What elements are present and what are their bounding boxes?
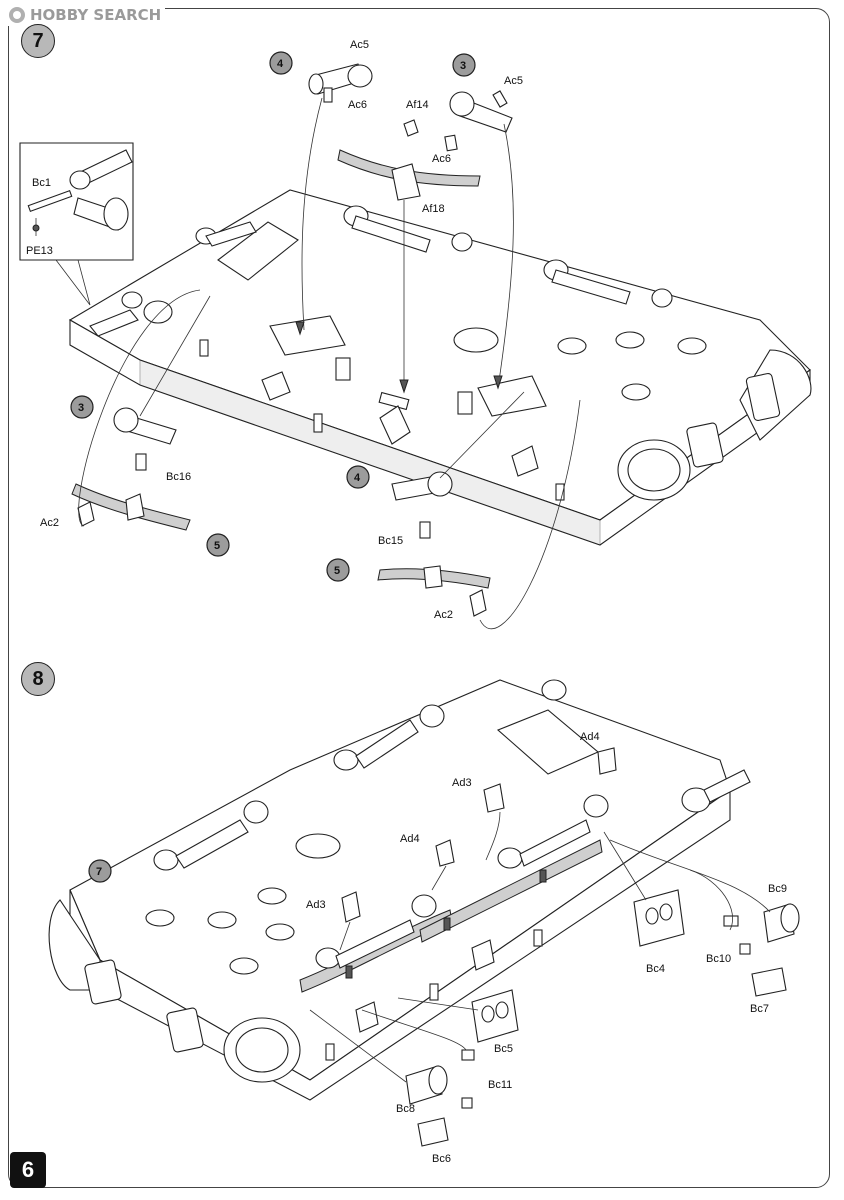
svg-text:3: 3 — [78, 402, 84, 414]
callout-3-lower: 3 — [70, 395, 94, 419]
step8-hull — [48, 679, 751, 1101]
label-Ac6-b: Ac6 — [432, 153, 451, 165]
svg-text:7: 7 — [96, 866, 102, 878]
step7-parts — [71, 63, 581, 630]
label-Bc8: Bc8 — [396, 1103, 415, 1115]
callout-5-left: 5 — [206, 533, 230, 557]
svg-text:4: 4 — [354, 472, 361, 484]
label-Bc6: Bc6 — [432, 1153, 451, 1165]
callout-4-lower: 4 — [346, 465, 370, 489]
label-Af14: Af14 — [406, 99, 429, 111]
label-Bc4: Bc4 — [646, 963, 665, 975]
step7-callouts: 4 3 3 4 5 5 — [70, 51, 476, 582]
label-Ad4-b: Ad4 — [400, 833, 420, 845]
hull-suspension-row — [195, 205, 673, 308]
hull-suspension-row-2 — [153, 679, 751, 871]
label-Bc16: Bc16 — [166, 471, 191, 483]
callout-3-upper: 3 — [452, 53, 476, 77]
step8-parts — [309, 747, 800, 1147]
label-Af18: Af18 — [422, 203, 445, 215]
label-Bc10: Bc10 — [706, 953, 731, 965]
hobby-search-logo-icon — [9, 7, 25, 23]
svg-text:5: 5 — [334, 565, 340, 577]
instruction-sheet-frame — [8, 8, 830, 1188]
label-PE13: PE13 — [26, 245, 53, 257]
near-side-suspension — [299, 794, 609, 993]
label-Ad3-a: Ad3 — [452, 777, 472, 789]
watermark: HOBBY SEARCH — [4, 4, 166, 26]
watermark-text: HOBBY SEARCH — [30, 6, 162, 24]
step7-labels: Ac5 Ac6 Af14 Ac5 Ac6 Af18 Bc1 PE13 Bc16 … — [26, 39, 523, 621]
label-Ac2-b: Ac2 — [434, 609, 453, 621]
label-Ac5-b: Ac5 — [504, 75, 523, 87]
svg-text:3: 3 — [460, 60, 466, 72]
label-Bc15: Bc15 — [378, 535, 403, 547]
callout-5-right: 5 — [326, 558, 350, 582]
label-Bc9: Bc9 — [768, 883, 787, 895]
label-Bc7: Bc7 — [750, 1003, 769, 1015]
label-Bc5: Bc5 — [494, 1043, 513, 1055]
callout-4-upper: 4 — [269, 51, 293, 75]
label-Ad3-b: Ad3 — [306, 899, 326, 911]
label-Ad4-a: Ad4 — [580, 731, 600, 743]
step7-inset — [19, 142, 134, 306]
step7-hull — [68, 189, 812, 546]
label-Ac2-a: Ac2 — [40, 517, 59, 529]
label-Ac6-a: Ac6 — [348, 99, 367, 111]
step8-labels: Ad4 Ad3 Ad4 Ad3 Bc9 Bc10 Bc7 Bc4 Bc5 Bc1… — [306, 731, 787, 1165]
page-number: 6 — [10, 1152, 46, 1188]
svg-text:4: 4 — [277, 58, 284, 70]
step8-callouts: 7 — [88, 859, 112, 883]
label-Bc11: Bc11 — [488, 1079, 512, 1091]
label-Bc1: Bc1 — [32, 177, 51, 189]
callout-7: 7 — [88, 859, 112, 883]
svg-text:5: 5 — [214, 540, 220, 552]
step-8-badge: 8 — [21, 662, 55, 696]
label-Ac5-a: Ac5 — [350, 39, 369, 51]
step-7-badge: 7 — [21, 24, 55, 58]
